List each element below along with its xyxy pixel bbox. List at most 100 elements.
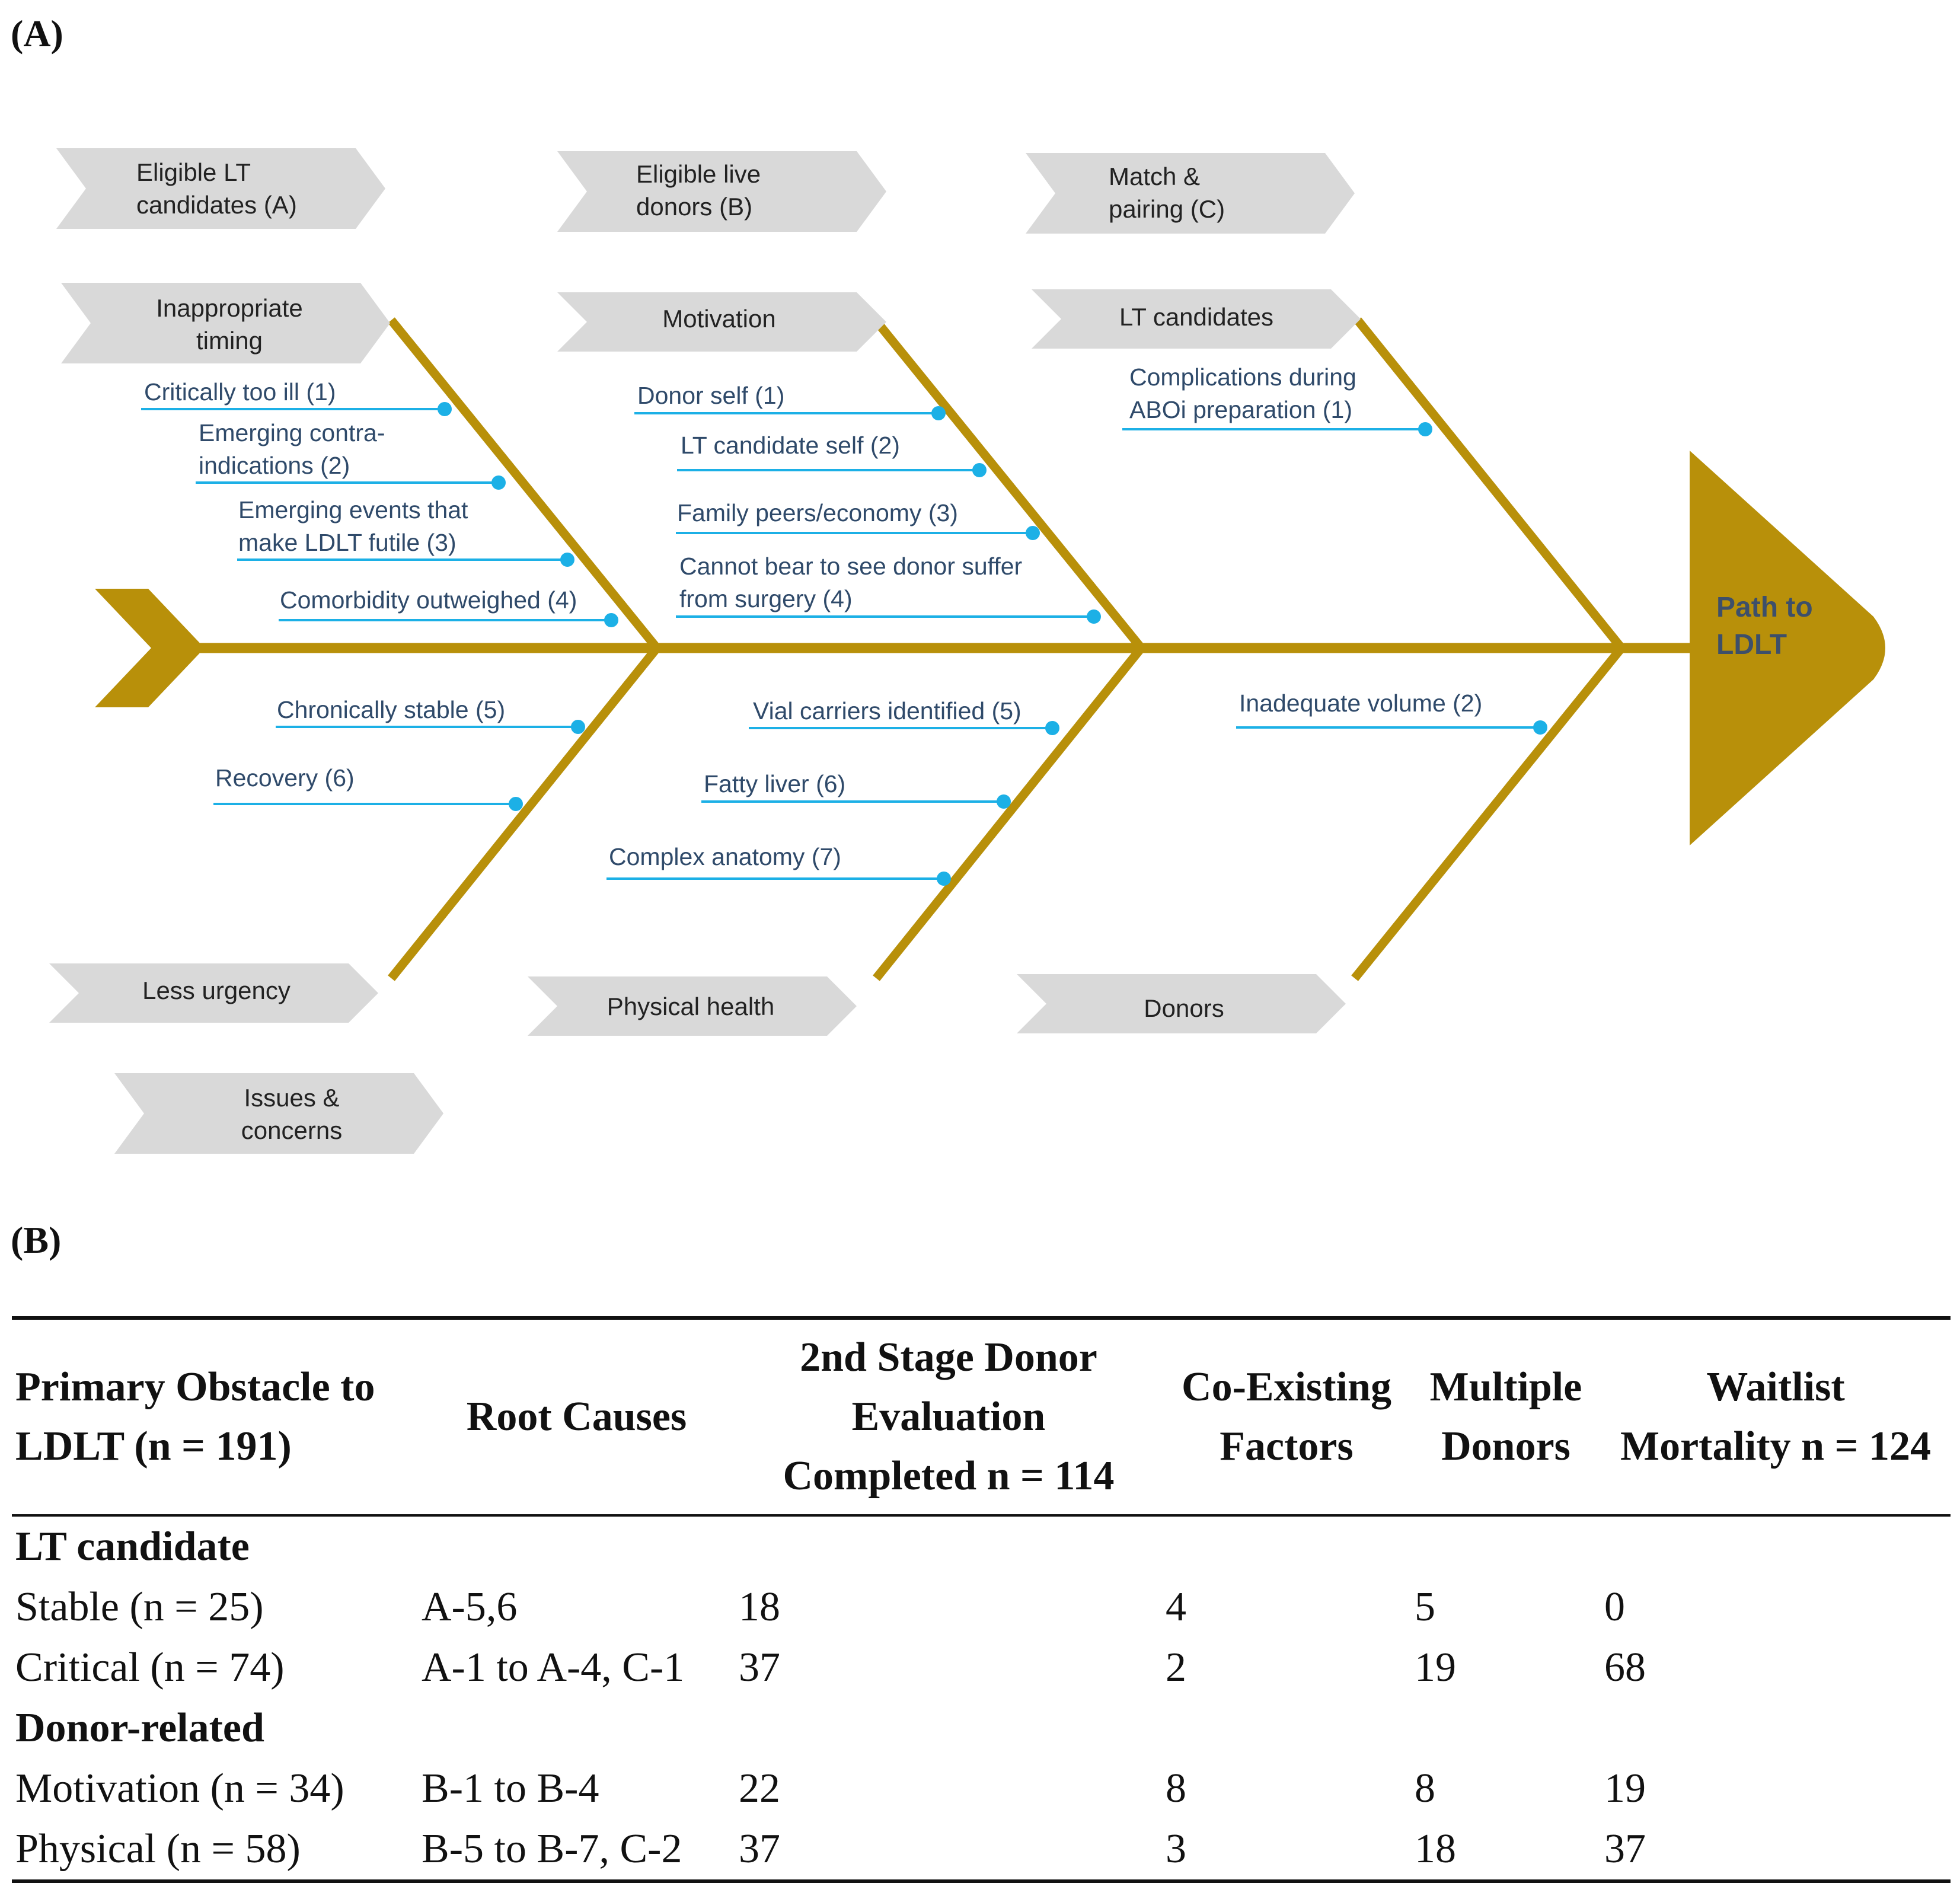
cell-mortality: 19 <box>1604 1766 1646 1811</box>
cell-root: A-1 to A-4, C-1 <box>422 1645 685 1690</box>
motivation-text: Motivation <box>662 305 775 333</box>
eligible-lt-line1: Eligible LT <box>136 158 251 186</box>
lt-candidates-text: LT candidates <box>1119 303 1273 331</box>
cell-mortality: 37 <box>1604 1826 1646 1872</box>
header-coexisting-line1: Co-Existing <box>1182 1364 1391 1410</box>
group-row: Donor-related <box>12 1698 1951 1758</box>
cell-evaluation: 18 <box>739 1584 780 1630</box>
box-motivation <box>557 292 886 352</box>
bone-a-lower <box>388 645 660 981</box>
box-match <box>1026 153 1355 234</box>
group-lt-candidate: LT candidate <box>15 1524 250 1569</box>
header-evaluation: 2nd Stage Donor Evaluation Completed n =… <box>735 1318 1162 1515</box>
header-obstacle: Primary Obstacle to LDLT (n = 191) <box>12 1318 418 1515</box>
head-text-line1: Path to <box>1716 592 1813 623</box>
cell-root: B-5 to B-7, C-2 <box>422 1826 682 1872</box>
eligible-lt-line2: candidates (A) <box>136 191 297 219</box>
header-multiple-line2: Donors <box>1441 1424 1570 1469</box>
cause-c1-line1: Complications during <box>1129 363 1356 391</box>
cause-a3-line1: Emerging events that <box>238 496 468 524</box>
cell-multiple: 19 <box>1415 1645 1456 1690</box>
cell-coexisting: 2 <box>1166 1645 1186 1690</box>
cell-obstacle: Stable (n = 25) <box>15 1584 264 1630</box>
cell-coexisting: 4 <box>1166 1584 1186 1630</box>
box-eligible-lt <box>56 148 385 229</box>
bone-c-lower <box>1351 645 1625 981</box>
issues-line1: Issues & <box>244 1084 339 1112</box>
header-root-line1: Root Causes <box>466 1394 687 1440</box>
group-donor-related: Donor-related <box>15 1705 264 1751</box>
table-header-row: Primary Obstacle to LDLT (n = 191) Root … <box>12 1318 1951 1515</box>
cause-a6: Recovery (6) <box>215 764 355 792</box>
cell-evaluation: 37 <box>739 1645 780 1690</box>
panel-a-label: (A) <box>11 12 63 55</box>
inappropriate-timing-line2: timing <box>196 327 263 355</box>
cause-a4: Comorbidity outweighed (4) <box>280 586 577 614</box>
box-less-urgency <box>49 963 378 1023</box>
box-issues <box>114 1073 443 1154</box>
cause-b2: LT candidate self (2) <box>681 432 900 459</box>
header-obstacle-line2: LDLT (n = 191) <box>15 1424 292 1469</box>
bones <box>388 317 1625 981</box>
header-coexisting: Co-Existing Factors <box>1162 1318 1411 1515</box>
cell-coexisting: 8 <box>1166 1766 1186 1811</box>
cell-root: A-5,6 <box>422 1584 518 1630</box>
table-row: Critical (n = 74) A-1 to A-4, C-1 37 2 1… <box>12 1638 1951 1698</box>
less-urgency-text: Less urgency <box>142 976 291 1004</box>
inappropriate-timing-line1: Inappropriate <box>156 294 303 322</box>
cause-b7: Complex anatomy (7) <box>609 843 841 870</box>
header-root: Root Causes <box>418 1318 735 1515</box>
category-boxes: Eligible LT candidates (A) Eligible live… <box>49 148 1361 1154</box>
cause-b5: Vial carriers identified (5) <box>753 697 1022 725</box>
header-obstacle-line1: Primary Obstacle to <box>15 1364 375 1410</box>
obstacle-table-wrapper: Primary Obstacle to LDLT (n = 191) Root … <box>12 1316 1951 1883</box>
bone-c-upper <box>1354 317 1625 651</box>
cell-multiple: 8 <box>1415 1766 1435 1811</box>
group-row: LT candidate <box>12 1515 1951 1577</box>
cause-dots <box>438 402 1547 886</box>
cause-b1: Donor self (1) <box>637 382 784 409</box>
cause-b4-line1: Cannot bear to see donor suffer <box>679 553 1022 580</box>
cause-a3-line2: make LDLT futile (3) <box>238 529 457 556</box>
table-row: Physical (n = 58) B-5 to B-7, C-2 37 3 1… <box>12 1819 1951 1881</box>
box-inappropriate-timing <box>61 283 390 363</box>
donors-text: Donors <box>1144 994 1224 1022</box>
cause-c2: Inadequate volume (2) <box>1239 690 1482 717</box>
header-evaluation-line3: Completed n = 114 <box>783 1453 1115 1499</box>
cause-lines <box>141 408 1540 880</box>
cell-coexisting: 3 <box>1166 1826 1186 1872</box>
bone-a-upper <box>388 317 660 651</box>
header-mortality: Waitlist Mortality n = 124 <box>1601 1318 1951 1515</box>
match-line2: pairing (C) <box>1109 195 1225 223</box>
header-evaluation-line1: 2nd Stage Donor <box>800 1335 1097 1380</box>
cell-multiple: 5 <box>1415 1584 1435 1630</box>
header-mortality-line2: Mortality n = 124 <box>1620 1424 1931 1469</box>
fish-head <box>1690 451 1885 845</box>
box-lt-candidates <box>1032 289 1361 349</box>
physical-health-text: Physical health <box>607 992 775 1020</box>
cell-obstacle: Physical (n = 58) <box>15 1826 301 1872</box>
cell-multiple: 18 <box>1415 1826 1456 1872</box>
box-physical-health <box>528 976 857 1036</box>
header-multiple-line1: Multiple <box>1429 1364 1582 1410</box>
eligible-live-line2: donors (B) <box>636 193 752 221</box>
cell-evaluation: 22 <box>739 1766 780 1811</box>
tail-chevron <box>95 589 205 707</box>
cause-b3: Family peers/economy (3) <box>677 499 958 526</box>
cause-a2-line1: Emerging contra- <box>199 419 385 446</box>
bone-b-upper <box>877 323 1145 651</box>
box-eligible-live <box>557 151 886 232</box>
cell-root: B-1 to B-4 <box>422 1766 599 1811</box>
head-text-line2: LDLT <box>1716 629 1787 660</box>
cell-obstacle: Motivation (n = 34) <box>15 1766 344 1811</box>
table-row: Motivation (n = 34) B-1 to B-4 22 8 8 19 <box>12 1758 1951 1819</box>
table-row: Stable (n = 25) A-5,6 18 4 5 0 <box>12 1577 1951 1638</box>
cause-a1: Critically too ill (1) <box>144 378 336 406</box>
box-donors <box>1017 974 1346 1033</box>
cell-mortality: 68 <box>1604 1645 1646 1690</box>
eligible-live-line1: Eligible live <box>636 160 761 188</box>
match-line1: Match & <box>1109 162 1200 190</box>
fishbone-diagram: Path to LDLT Eligible LT candidates (A) … <box>49 148 1885 1154</box>
cell-evaluation: 37 <box>739 1826 780 1872</box>
bone-b-lower <box>873 645 1145 981</box>
